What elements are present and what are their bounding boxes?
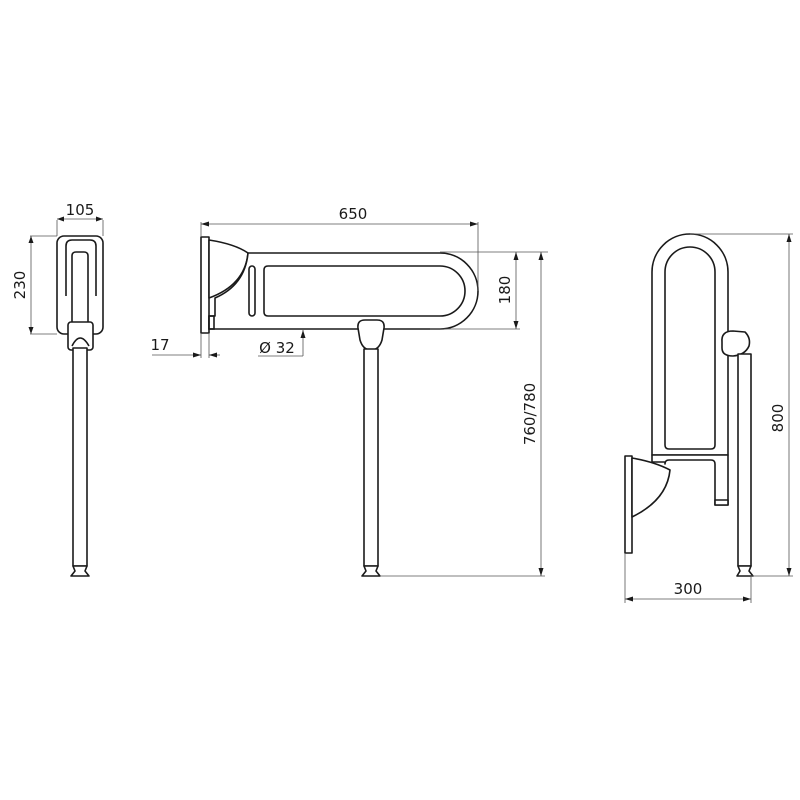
dim-plate-17: 17 (150, 336, 169, 354)
leg-foot-side (361, 565, 381, 577)
dim-height-800: 800 (769, 404, 787, 433)
folded-bar-loop (651, 233, 729, 456)
dim-floor-height-760-780: 760/780 (521, 383, 539, 445)
wall-plate-side (200, 236, 210, 334)
dim-depth-300: 300 (674, 580, 703, 598)
leg-foot (70, 565, 90, 577)
support-leg (72, 347, 88, 567)
dim-diameter-32: Ø 32 (259, 339, 295, 357)
front-view: 105 230 (11, 201, 104, 577)
folded-knob (721, 330, 751, 357)
dim-length-650: 650 (339, 205, 368, 223)
wall-plate-folded (624, 455, 633, 554)
side-view-folded-up: 800 300 (624, 233, 793, 603)
bracket-cover-folded (631, 457, 671, 518)
side-view-horizontal: 650 180 760/780 17 Ø 32 (150, 205, 548, 577)
bar-inner-opening (263, 265, 466, 317)
dim-height-230: 230 (11, 271, 29, 300)
support-leg-folded (737, 353, 752, 567)
support-leg-side (363, 348, 379, 567)
dim-width-105: 105 (66, 201, 95, 219)
grab-bar-loop (208, 252, 479, 330)
leg-foot-folded (736, 565, 754, 577)
dim-height-180: 180 (496, 276, 514, 305)
leg-hinge-knob (357, 319, 385, 351)
folded-inner-opening (664, 246, 716, 450)
